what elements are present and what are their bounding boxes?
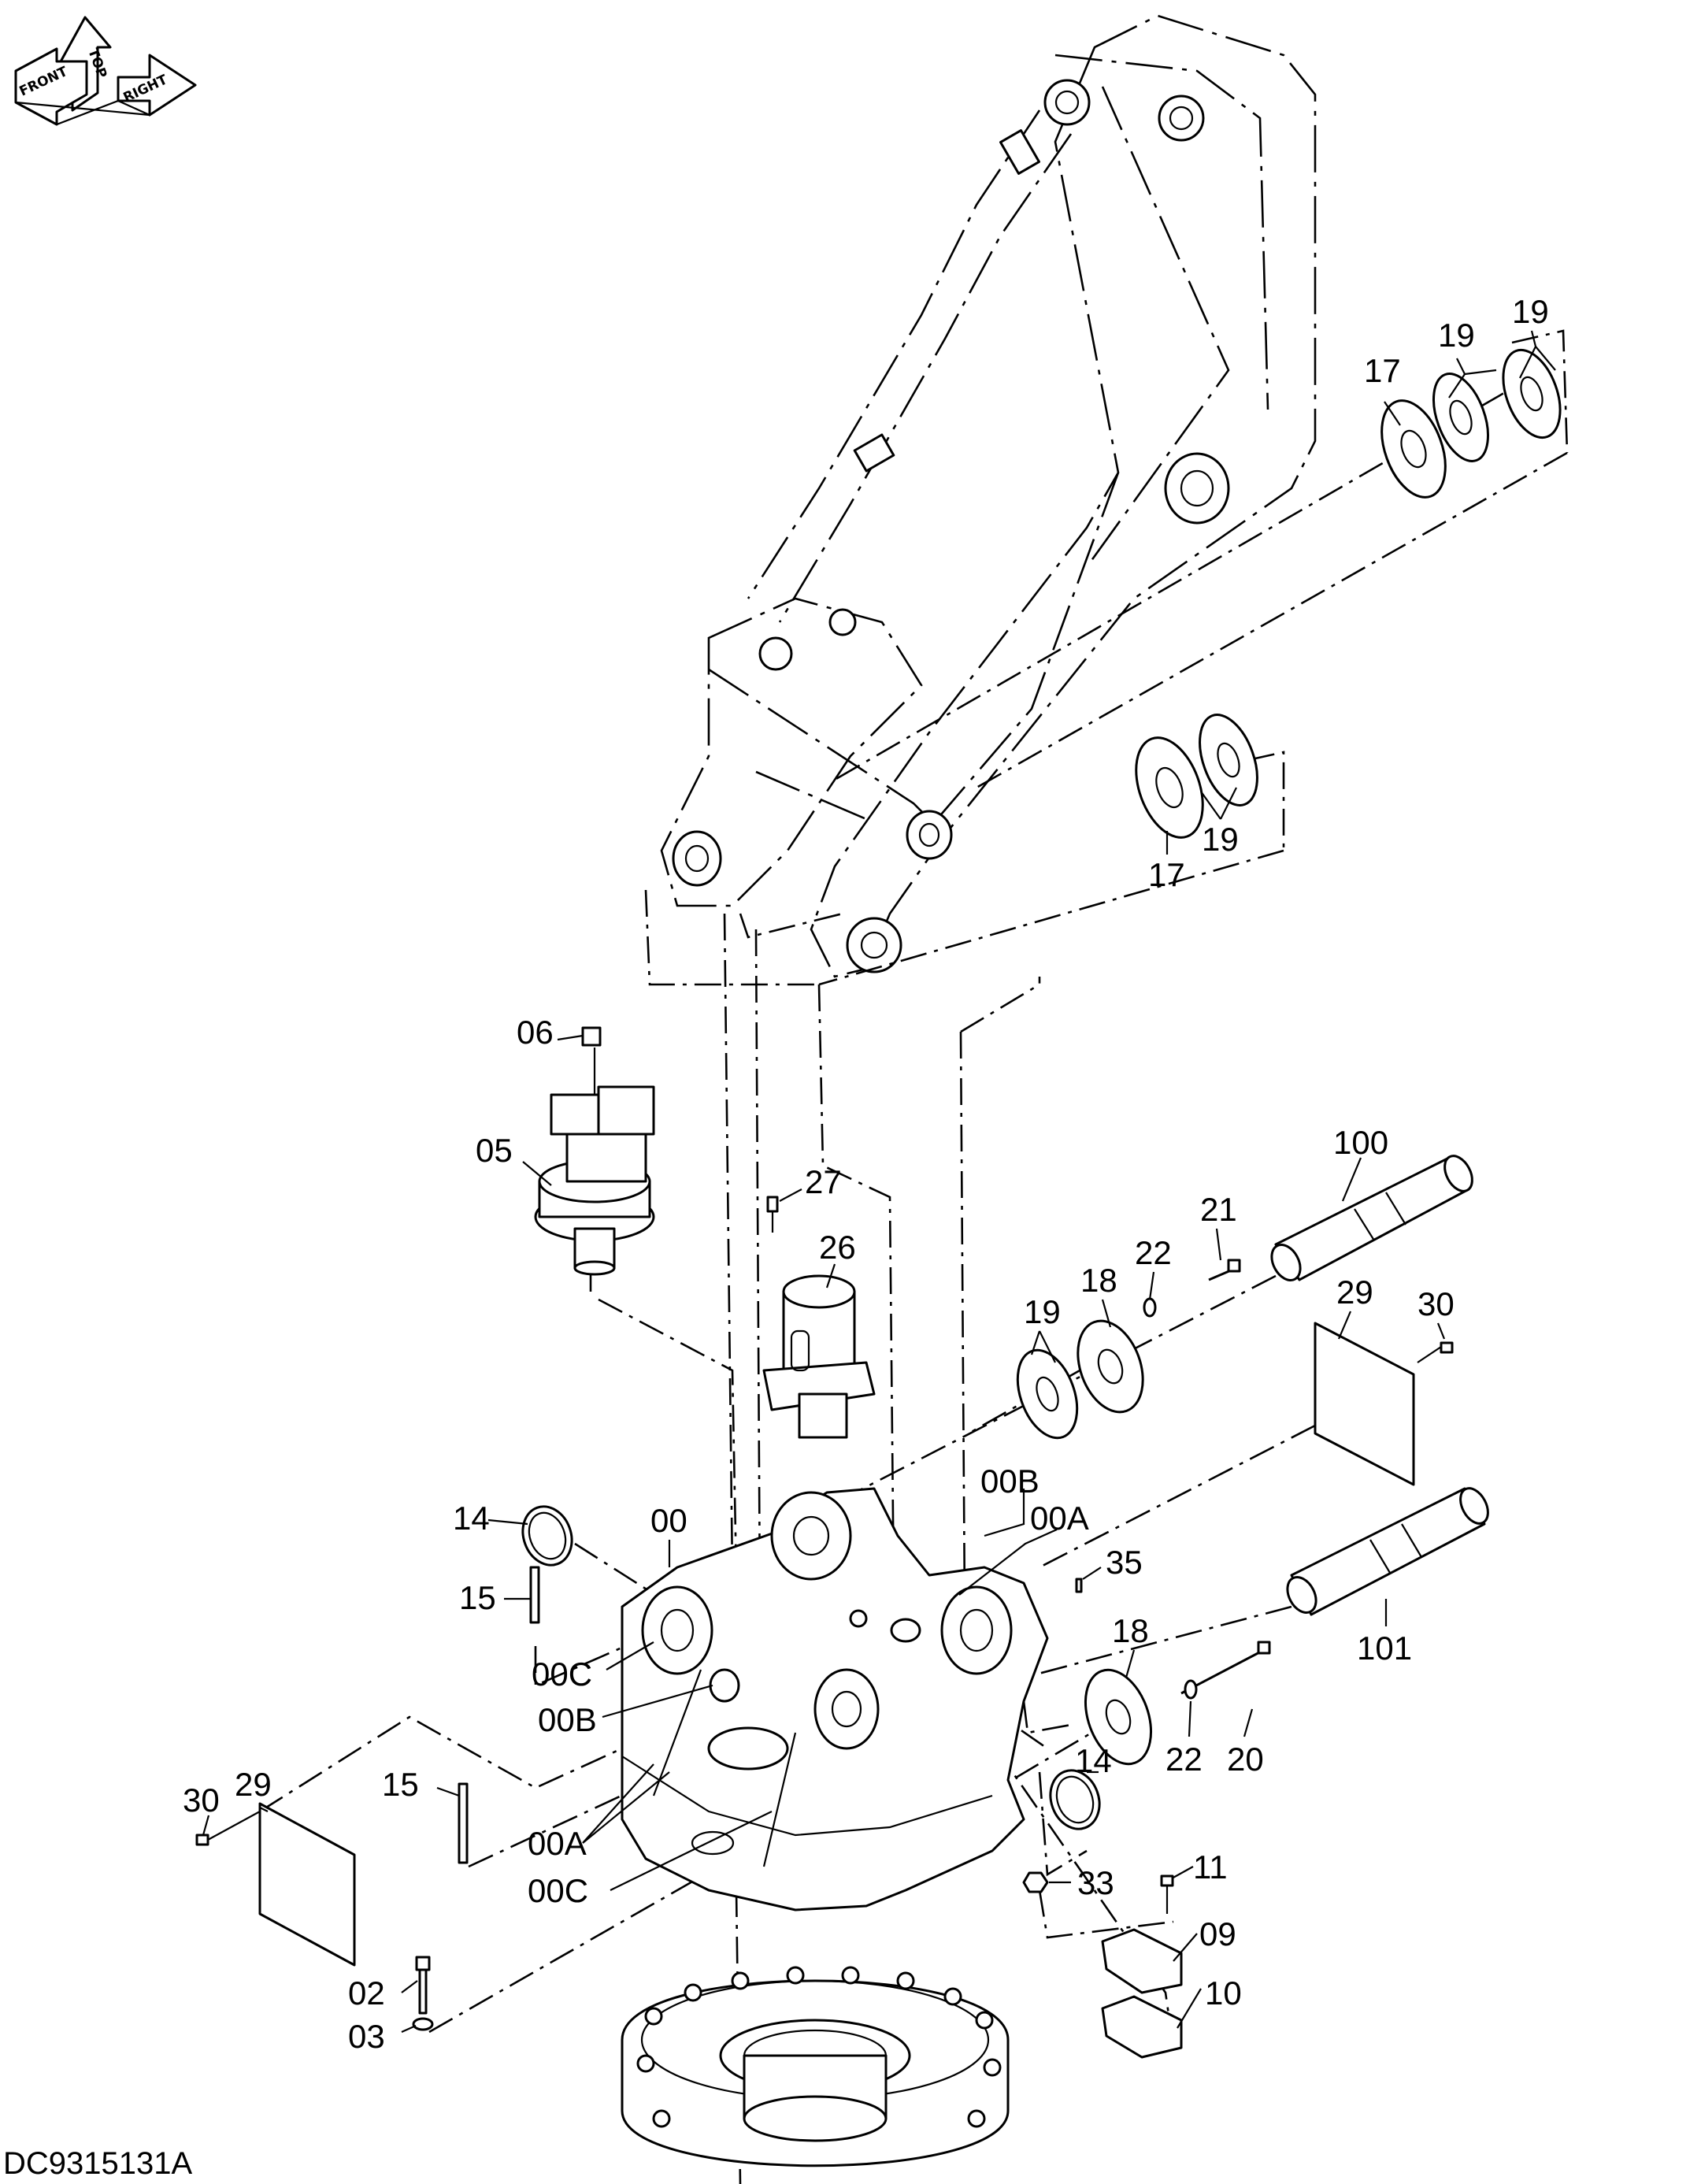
shim-19-lower (1016, 1348, 1079, 1440)
pin-15-top (529, 1566, 540, 1624)
bolt-30-left (195, 1811, 261, 1846)
callout-27: 27 (805, 1163, 842, 1200)
pin-35 (1075, 1578, 1083, 1593)
callout-19-mid: 19 (1202, 821, 1239, 858)
bolt-21 (1208, 1259, 1241, 1281)
bolt-30-right (1440, 1341, 1454, 1354)
callout-05: 05 (476, 1132, 513, 1169)
callout-19-top-a: 19 (1438, 317, 1475, 354)
bolt-06 (581, 1026, 602, 1047)
callout-00C-left: 00C (532, 1656, 592, 1693)
ring-14-bottom (1049, 1769, 1101, 1830)
callout-10: 10 (1205, 1974, 1242, 2012)
swing-motor-05 (534, 1048, 655, 1276)
callout-21: 21 (1200, 1191, 1237, 1228)
washer-03 (412, 2017, 434, 2031)
callout-15-top: 15 (459, 1579, 496, 1616)
callout-29-left: 29 (235, 1766, 272, 1803)
orientation-3d-arrows-icon: TOP FRONT RIGHT (14, 16, 197, 126)
swivel-joint-26 (762, 1274, 876, 1439)
callout-100: 100 (1333, 1124, 1388, 1161)
callout-26: 26 (819, 1229, 856, 1266)
callout-101: 101 (1357, 1630, 1412, 1667)
callout-00A-bottom: 00A (528, 1825, 587, 1862)
callout-14-top: 14 (453, 1500, 490, 1537)
callout-02: 02 (348, 1974, 385, 2012)
callout-33: 33 (1077, 1864, 1114, 1901)
callout-29-right: 29 (1336, 1274, 1373, 1311)
shim-19-top-a (1432, 373, 1489, 462)
callout-11: 11 (1193, 1848, 1228, 1886)
bolt-02 (415, 1956, 431, 2015)
callout-00: 00 (650, 1502, 687, 1539)
callout-22-bottom: 22 (1166, 1741, 1203, 1778)
bolt-11 (1160, 1874, 1174, 1914)
callout-35: 35 (1106, 1544, 1143, 1581)
cover-29-right (1314, 1322, 1442, 1486)
shim-19-mid (1199, 714, 1258, 806)
callout-18-top: 18 (1080, 1262, 1117, 1299)
pin-15-bottom (458, 1782, 469, 1864)
washer-17-mid (1135, 736, 1204, 839)
shim-19-top-b (1502, 348, 1562, 439)
callout-00B-top: 00B (980, 1463, 1040, 1500)
callout-17-top: 17 (1364, 352, 1401, 389)
callout-leaders (202, 330, 1556, 2034)
callout-30-right: 30 (1418, 1285, 1455, 1322)
plate-18-bottom (1084, 1668, 1153, 1766)
swing-bracket-00 (621, 1487, 1049, 1911)
callout-labels: 17 19 19 17 19 06 05 27 26 100 21 22 18 … (183, 293, 1549, 2055)
callout-18-bottom: 18 (1112, 1612, 1149, 1649)
callout-14-bottom: 14 (1075, 1742, 1112, 1779)
callout-17-mid: 17 (1148, 856, 1185, 893)
callout-15-bottom: 15 (382, 1766, 419, 1803)
callout-19-lower: 19 (1024, 1293, 1061, 1330)
drawing-code: DC9315131A (3, 2146, 192, 2181)
plate-09 (1101, 1928, 1183, 1994)
pin-100 (1270, 1155, 1473, 1281)
washer-17-top (1380, 399, 1447, 499)
callout-00B-left: 00B (538, 1701, 597, 1738)
callout-06: 06 (517, 1014, 554, 1051)
washer-22-top (1143, 1297, 1157, 1318)
callout-19-top-b: 19 (1512, 293, 1549, 330)
nut-33 (1022, 1871, 1049, 1893)
plate-10 (1101, 1995, 1183, 2059)
callout-00A-top: 00A (1030, 1500, 1089, 1537)
bolt-27 (766, 1196, 779, 1233)
swing-bearing (621, 1966, 1010, 2167)
callout-03: 03 (348, 2018, 385, 2055)
callout-09: 09 (1199, 1915, 1236, 1952)
callout-22-top: 22 (1135, 1234, 1172, 1271)
callout-20: 20 (1227, 1741, 1264, 1778)
callout-30-left: 30 (183, 1782, 220, 1819)
plate-18-top (1077, 1319, 1144, 1414)
assembly-reference-lines (259, 329, 1569, 2184)
callout-00C-bottom: 00C (528, 1872, 588, 1909)
boom-arm-assembly (660, 14, 1317, 978)
washer-22-bottom (1184, 1679, 1198, 1700)
cover-29-left (258, 1802, 356, 1967)
ring-14-top (521, 1505, 573, 1567)
pin-101 (1286, 1487, 1489, 1616)
